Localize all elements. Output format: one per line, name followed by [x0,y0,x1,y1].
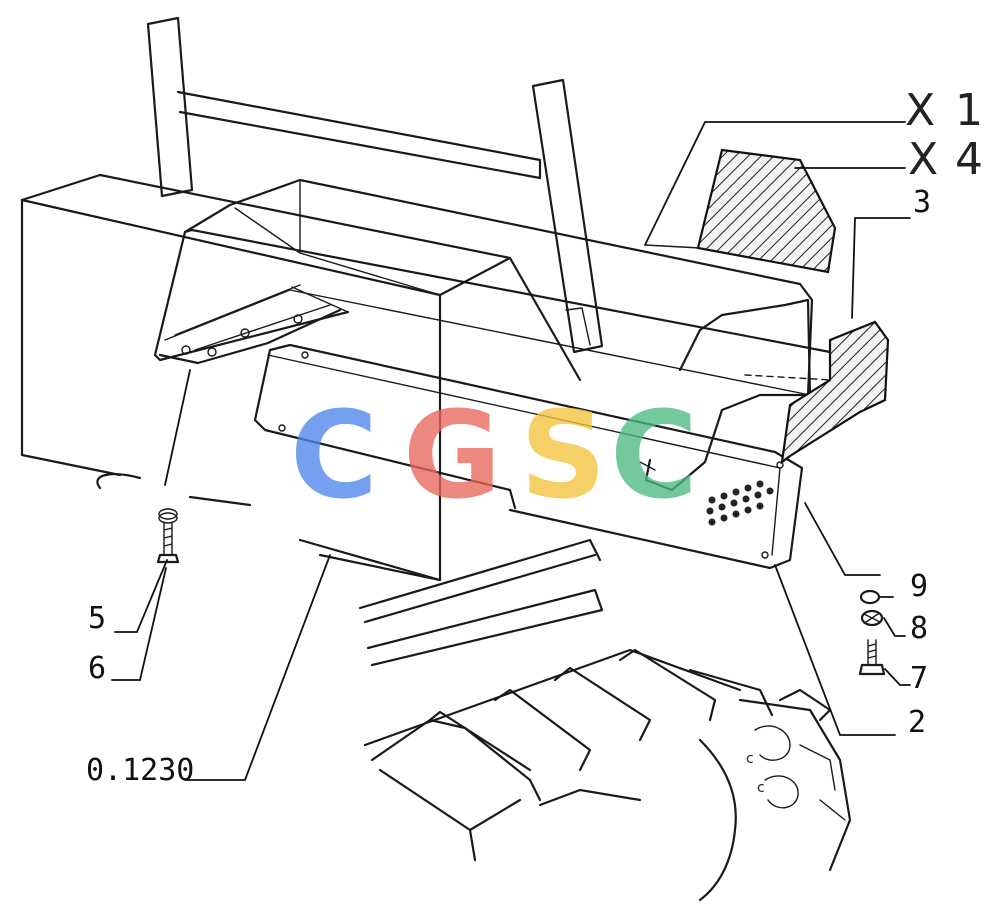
callout-2: 2 [908,705,926,740]
callout-5: 5 [88,601,106,636]
cover-upper [696,148,837,274]
cab-frame [146,16,604,354]
callout-ref: 0.1230 [86,753,194,788]
vent-holes [706,480,774,526]
washer-9 [859,589,881,605]
watermark-letter: S [520,387,606,526]
handwritten-x-mark: X [905,85,935,136]
watermark-letter: C [290,387,378,526]
callout-6: 6 [88,651,106,686]
watermark-letter: G [403,387,502,526]
hardware-right [858,589,886,676]
bolt-7 [858,639,886,676]
callout-labels: X 1 X 4 3 9 8 7 2 5 6 0.1230 c c [86,85,983,796]
cover-lower [780,320,890,465]
callout-1: 1 [955,85,983,136]
handwritten-x-mark: X [908,134,938,185]
wheel-mark: c [746,751,754,767]
watermark: C G S C [290,387,698,526]
leader-lines [111,121,911,781]
hatched-covers [644,148,890,465]
callout-7: 7 [910,661,928,696]
callout-3: 3 [913,185,931,220]
bolt-left [156,508,180,564]
watermark-letter: C [610,387,698,526]
callout-9: 9 [910,569,928,604]
track-assembly [358,538,852,902]
callout-8: 8 [910,611,928,646]
wheel-mark: c [757,780,765,796]
callout-4: 4 [955,134,983,185]
front-panel [253,343,804,570]
tool-box-assembly [153,178,832,492]
nut-8 [860,609,884,627]
